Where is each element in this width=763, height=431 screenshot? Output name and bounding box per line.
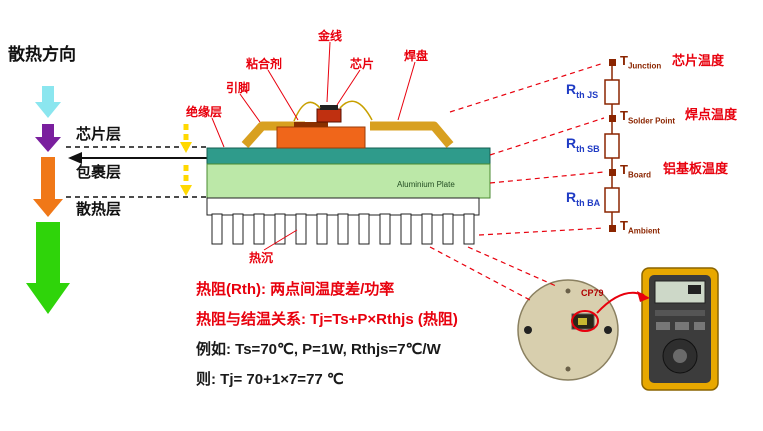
label-aluminium-plate: Aluminium Plate [397,180,455,189]
temp-label-chip: 芯片温度 [672,53,725,68]
package-body [276,126,366,149]
layer-label-package: 包裹层 [76,164,122,181]
heat-arrow-cyan [35,86,61,118]
heat-arrow-purple [35,124,61,152]
label-adhesive: 粘合剂 [246,57,283,71]
board-marking-label: CP79 [581,288,604,298]
substrate-layer [206,147,491,165]
board-chip-highlight-circle [571,310,599,332]
node-sub: Board [627,170,652,180]
adhesive-layer [294,122,328,127]
node-symbol: T [620,162,628,177]
resistor-sub: th SB [576,143,600,154]
label-leader-lines [211,41,416,251]
layer-label-heatsink: 散热层 [76,201,122,218]
chip-top [320,105,338,110]
resistor-label-ba: Rth BA [566,189,600,208]
label-insulation: 绝缘层 [186,105,223,119]
node-sub: Ambient [627,226,660,236]
thermal-resistor-symbols [604,79,620,213]
layer-label-chip: 芯片层 [76,126,122,143]
label-lead-pin: 引脚 [226,81,251,95]
note-example-values: 例如: Ts=70℃, P=1W, Rthjs=7℃/W [196,341,441,358]
node-symbol: T [620,218,628,233]
note-example-result: 则: Tj= 70+1×7=77 ℃ [196,371,344,388]
resistor-symbol: R [566,135,577,151]
node-sub: Solder Point [627,116,676,126]
node-sub: Junction [627,61,662,71]
resistor-label-js: Rth JS [566,81,598,100]
heat-direction-title: 散热方向 [8,45,76,64]
left-pointer-arrow [68,152,210,164]
yellow-dashed-arrows [180,124,192,196]
resistor-label-sb: Rth SB [566,135,600,154]
label-heat-sink: 热沉 [249,251,274,265]
lead-frame [241,121,454,149]
node-label-board: TBoard [620,162,651,180]
thermal-node-dots [609,59,616,232]
curved-arrow-to-meter [596,291,650,314]
heatsink-fins [211,213,475,245]
multimeter-photo [641,267,719,391]
label-solder-pad: 焊盘 [404,49,429,63]
resistor-symbol: R [566,81,577,97]
red-dashed-connectors [429,62,605,301]
resistor-sub: th JS [576,89,599,100]
note-junction-temp-formula: 热阻与结温关系: Tj=Ts+P×Rthjs (热阻) [196,311,458,328]
resistor-symbol: R [566,189,577,205]
node-symbol: T [620,108,628,123]
mcpcb-board-photo [517,279,619,381]
resistor-sub: th BA [576,197,601,208]
node-label-solder-point: TSolder Point [620,108,675,126]
temp-label-board: 铝基板温度 [663,161,729,176]
node-label-ambient: TAmbient [620,218,660,236]
label-chip: 芯片 [350,57,375,71]
note-thermal-resistance-def: 热阻(Rth): 两点间温度差/功率 [196,281,395,298]
chip-die [316,108,342,123]
temp-label-solder: 焊点温度 [685,107,738,122]
label-gold-wire: 金线 [318,29,343,43]
node-label-junction: TJunction [620,53,661,71]
heat-arrow-orange [33,157,63,217]
heatsink-base [206,197,480,216]
heat-arrow-green [26,222,70,314]
node-symbol: T [620,53,628,68]
